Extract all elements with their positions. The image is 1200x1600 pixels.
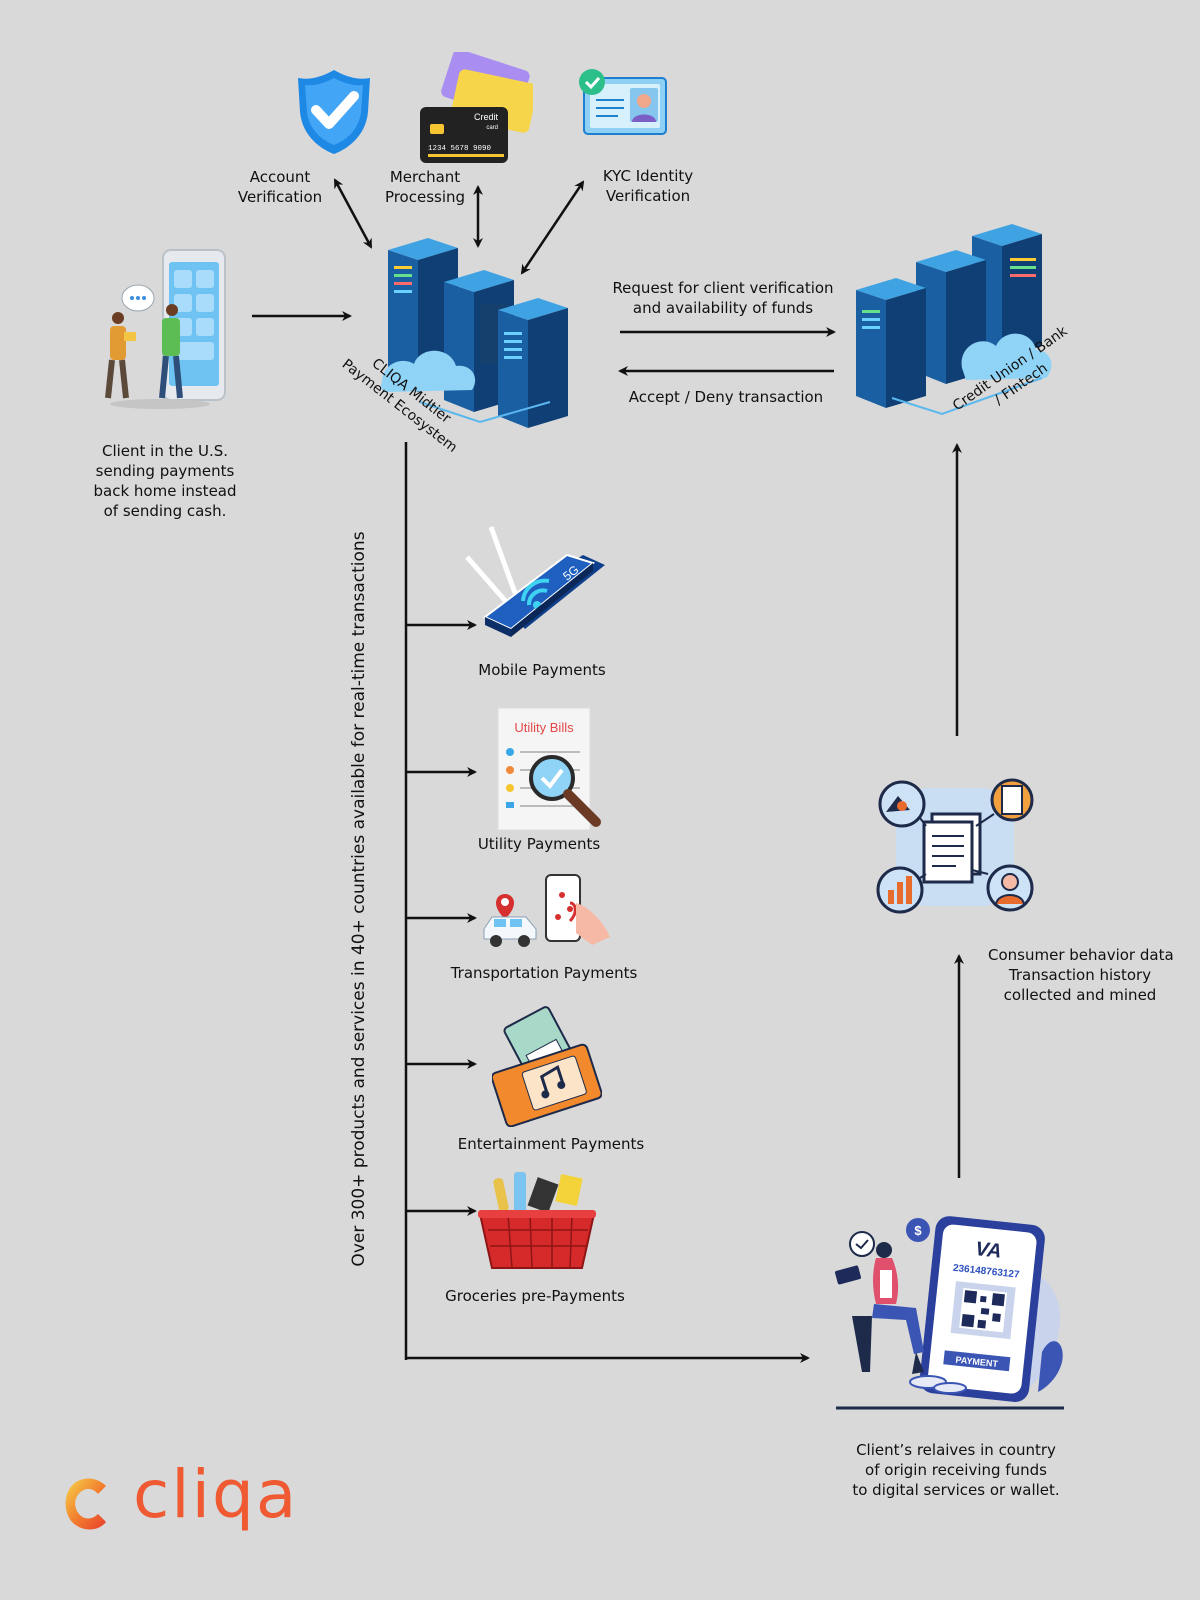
kyc-verification-line1: KYC Identity — [602, 167, 694, 185]
recipient-caption: Client’s relaives in country of origin r… — [836, 1440, 1076, 1500]
payment-label-utility: Utility Payments — [477, 835, 601, 853]
request-label-line2: and availability of funds — [632, 299, 814, 317]
arrow-kyc-verification — [520, 180, 585, 275]
payment-label-entertainment: Entertainment Payments — [457, 1135, 645, 1153]
bank-servers-icon — [856, 224, 1052, 416]
client-us-caption: Client in the U.S. sending payments back… — [85, 441, 245, 521]
client-us-line1: Client in the U.S. — [101, 442, 229, 460]
credit-cards-icon: Credit card 1234 5678 9090 — [420, 52, 533, 163]
client-us-line4: of sending cash. — [103, 502, 227, 520]
account-verification-line2: Verification — [237, 188, 323, 206]
grocery-basket-icon — [478, 1172, 596, 1269]
kyc-verification-label: KYC Identity Verification — [592, 166, 704, 206]
card-number: 1234 5678 9090 — [428, 145, 492, 153]
payment-label-mobile: Mobile Payments — [478, 661, 606, 679]
products-caption: Over 300+ products and services in 40+ c… — [349, 531, 369, 1267]
payment-label-transportation: Transportation Payments — [450, 964, 638, 982]
payment-label-groceries: Groceries pre-Payments — [445, 1287, 625, 1305]
request-label-line1: Request for client verification — [612, 279, 834, 297]
card-brand: Credit — [474, 112, 499, 122]
transport-map-icon — [483, 874, 610, 947]
merchant-processing-line2: Processing — [384, 188, 466, 206]
currency-badge: $ — [914, 1223, 922, 1238]
utility-doc-title: Utility Bills — [514, 720, 574, 735]
consumer-data-line1: Consumer behavior data — [988, 946, 1174, 964]
cliqa-servers-icon — [380, 238, 568, 428]
merchant-processing-label: Merchant Processing — [377, 167, 473, 207]
client-us-line2: sending payments — [95, 462, 235, 480]
client-us-line3: back home instead — [93, 482, 237, 500]
merchant-processing-line1: Merchant — [389, 168, 461, 186]
consumer-data-line3: collected and mined — [1003, 986, 1157, 1004]
id-card-icon — [579, 69, 667, 135]
cliqa-logo-wordmark: cliqa — [133, 1456, 299, 1533]
client-phone-people-icon — [105, 249, 226, 409]
account-verification-label: Account Verification — [232, 167, 328, 207]
arrow-account-verification — [333, 178, 373, 249]
tickets-icon — [492, 1006, 602, 1127]
consumer-data-icon — [876, 778, 1034, 914]
router-5g-icon: 5G — [465, 526, 605, 637]
va-payment-button: PAYMENT — [955, 1355, 999, 1369]
kyc-verification-line2: Verification — [605, 187, 691, 205]
recipient-line1: Client’s relaives in country — [856, 1441, 1056, 1459]
recipient-line3: to digital services or wallet. — [852, 1481, 1060, 1499]
recipient-wallet-icon: VA 236148763127 PAYMENT $ — [835, 1216, 1064, 1410]
response-label: Accept / Deny transaction — [628, 388, 824, 406]
cliqa-logo-mark-icon — [65, 1478, 106, 1530]
consumer-data-line2: Transaction history — [1008, 966, 1152, 984]
consumer-data-caption: Consumer behavior data Transaction histo… — [988, 945, 1174, 1005]
card-sub: card — [486, 125, 498, 131]
account-verification-line1: Account — [249, 168, 311, 186]
shield-check-icon — [298, 70, 370, 154]
utility-bills-icon: Utility Bills — [497, 707, 601, 831]
request-label: Request for client verification and avai… — [605, 278, 841, 318]
va-title: VA — [974, 1238, 1002, 1263]
recipient-line2: of origin receiving funds — [865, 1461, 1047, 1479]
